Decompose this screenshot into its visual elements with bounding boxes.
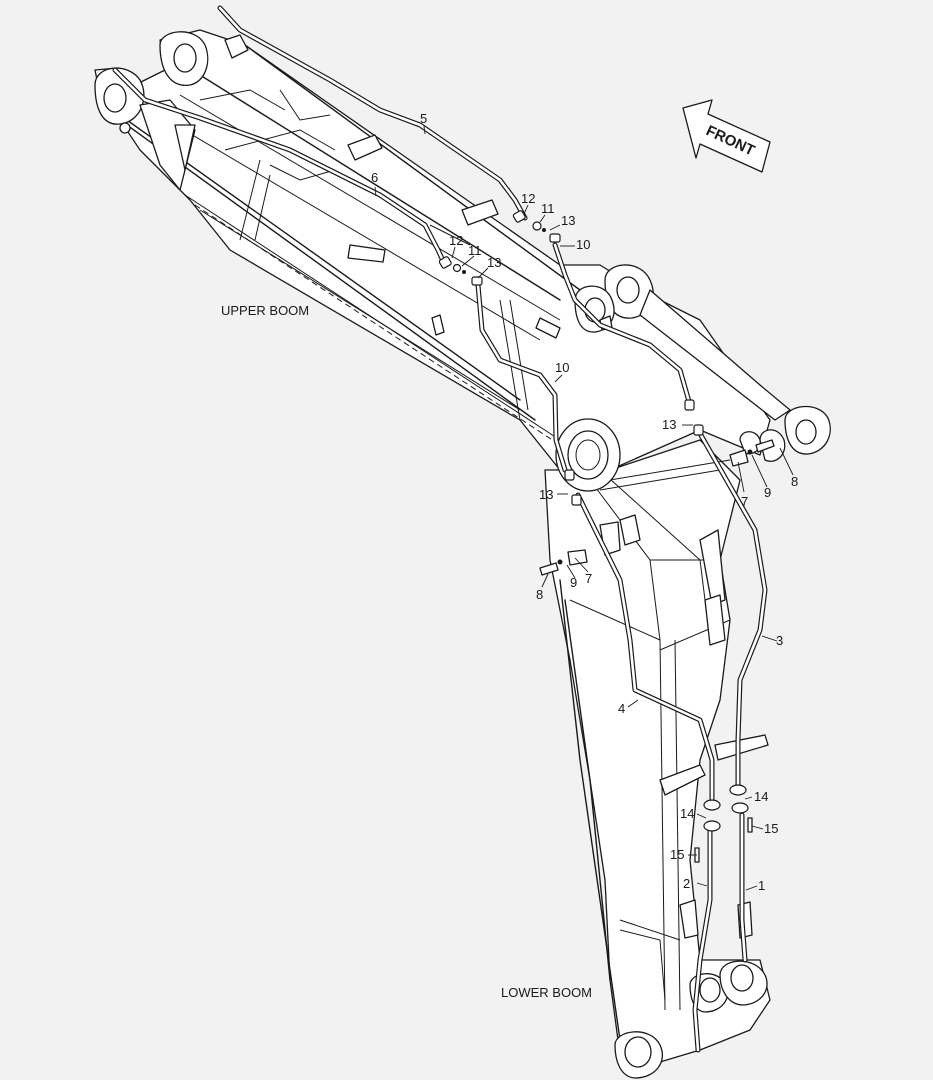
callout-6: 6	[371, 170, 378, 185]
callout-8: 8	[536, 587, 543, 602]
callout-5: 5	[420, 111, 427, 126]
upper-boom-pipe-clamps	[347, 134, 613, 339]
upper-boom-rear-boss-bottom	[94, 67, 196, 191]
callout-15: 15	[670, 847, 684, 862]
callout-1: 1	[758, 878, 765, 893]
callout-8: 8	[791, 474, 798, 489]
callout-13: 13	[539, 487, 553, 502]
pipe-10-lower	[475, 282, 568, 473]
lower-boom-label: LOWER BOOM	[501, 985, 592, 1000]
callout-13: 13	[662, 417, 676, 432]
callout-numbers: 5 6 12 11 13 10 12 11 13 10 13 13 7 9 8 …	[371, 111, 798, 893]
fittings-upper-right	[512, 210, 561, 243]
callout-14: 14	[680, 806, 694, 821]
callout-9: 9	[764, 485, 771, 500]
callout-4: 4	[618, 701, 625, 716]
callout-10: 10	[555, 360, 569, 375]
callout-3: 3	[776, 633, 783, 648]
callout-7: 7	[741, 494, 748, 509]
callout-15: 15	[764, 821, 778, 836]
callout-11: 11	[541, 201, 555, 216]
pipe-4	[575, 492, 715, 803]
pipe-5	[217, 5, 528, 221]
callout-10: 10	[576, 237, 590, 252]
upper-boom-structure	[94, 29, 771, 471]
fittings-upper-left	[438, 256, 483, 286]
callout-7: 7	[585, 571, 592, 586]
fittings-joint	[539, 399, 775, 576]
callout-13: 13	[487, 255, 501, 270]
callout-12: 12	[449, 233, 463, 248]
pipe-3	[695, 427, 768, 793]
lower-boom-structure	[544, 439, 771, 1066]
upper-boom-rear-boss-top	[159, 31, 249, 86]
callout-13: 13	[561, 213, 575, 228]
pipe-1	[739, 812, 748, 963]
leader-lines	[374, 125, 794, 891]
pipe-10-upper	[552, 242, 693, 408]
callout-11: 11	[468, 243, 482, 258]
pipe-6	[112, 67, 448, 268]
callout-9: 9	[570, 575, 577, 590]
pipe-2	[692, 827, 713, 1053]
callout-12: 12	[521, 191, 535, 206]
callout-14: 14	[754, 789, 768, 804]
callout-2: 2	[683, 876, 690, 891]
upper-boom-label: UPPER BOOM	[221, 303, 309, 318]
lower-boom-foot-bosses	[614, 960, 768, 1079]
upper-boom-front-boss-top	[604, 264, 791, 421]
front-direction-arrow: FRONT	[682, 99, 771, 173]
fittings-lower	[694, 784, 753, 863]
